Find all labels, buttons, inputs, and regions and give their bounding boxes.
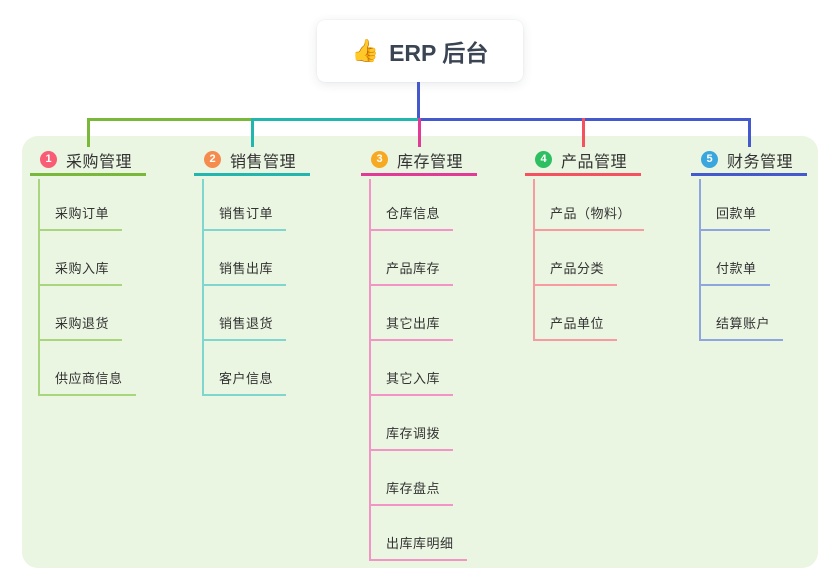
drop-line-branch-4 [582,118,585,147]
child-topic[interactable]: 回款单 [699,205,770,231]
child-rail-branch-1 [38,179,40,396]
child-topic[interactable]: 采购入库 [38,260,123,286]
child-topic[interactable]: 库存调拨 [369,425,454,451]
branch-number-badge: 2 [204,151,221,168]
child-topic[interactable]: 仓库信息 [369,205,454,231]
child-topic[interactable]: 产品库存 [369,260,454,286]
branch-number-badge: 4 [535,151,552,168]
branches-background-panel [22,136,818,568]
child-topic[interactable]: 结算账户 [699,315,784,341]
child-topic[interactable]: 其它入库 [369,370,454,396]
branch-topic-label: 财务管理 [727,153,794,171]
branch-topic-label: 销售管理 [230,153,297,171]
child-topic[interactable]: 产品（物料） [533,205,645,231]
child-topic[interactable]: 客户信息 [202,370,287,396]
thumbs-up-icon: 👍 [351,38,380,63]
bus-segment-purchase [88,118,252,121]
child-topic[interactable]: 产品单位 [533,315,618,341]
branch-topic-5[interactable]: 5 财务管理 [691,146,807,176]
branch-number-badge: 1 [40,151,57,168]
branch-topic-label: 采购管理 [66,153,133,171]
child-topic[interactable]: 采购退货 [38,315,123,341]
bus-segment-right [419,118,751,121]
drop-line-branch-1 [87,118,90,147]
child-topic[interactable]: 产品分类 [533,260,618,286]
child-rail-branch-3 [369,179,371,561]
branch-topic-label: 库存管理 [397,153,464,171]
drop-line-branch-2 [251,118,254,147]
bus-segment-sales [252,118,419,121]
branch-topic-4[interactable]: 4 产品管理 [525,146,641,176]
child-topic[interactable]: 采购订单 [38,205,123,231]
child-rail-branch-4 [533,179,535,341]
child-rail-branch-5 [699,179,701,341]
root-node-label: ERP 后台 [389,40,489,66]
child-rail-branch-2 [202,179,204,396]
child-topic[interactable]: 库存盘点 [369,480,454,506]
child-topic[interactable]: 销售订单 [202,205,287,231]
branch-topic-label: 产品管理 [561,153,628,171]
branch-number-badge: 3 [371,151,388,168]
drop-line-branch-3 [418,118,421,147]
branch-number-badge: 5 [701,151,718,168]
child-topic[interactable]: 其它出库 [369,315,454,341]
branch-topic-1[interactable]: 1 采购管理 [30,146,146,176]
branch-topic-2[interactable]: 2 销售管理 [194,146,310,176]
branch-topic-3[interactable]: 3 库存管理 [361,146,477,176]
child-topic[interactable]: 供应商信息 [38,370,136,396]
drop-line-branch-5 [748,118,751,147]
child-topic[interactable]: 销售退货 [202,315,287,341]
child-topic[interactable]: 出库库明细 [369,535,467,561]
root-connector-stem [417,82,420,121]
child-topic[interactable]: 付款单 [699,260,770,286]
child-topic[interactable]: 销售出库 [202,260,287,286]
root-node-erp[interactable]: 👍 ERP 后台 [317,20,523,82]
